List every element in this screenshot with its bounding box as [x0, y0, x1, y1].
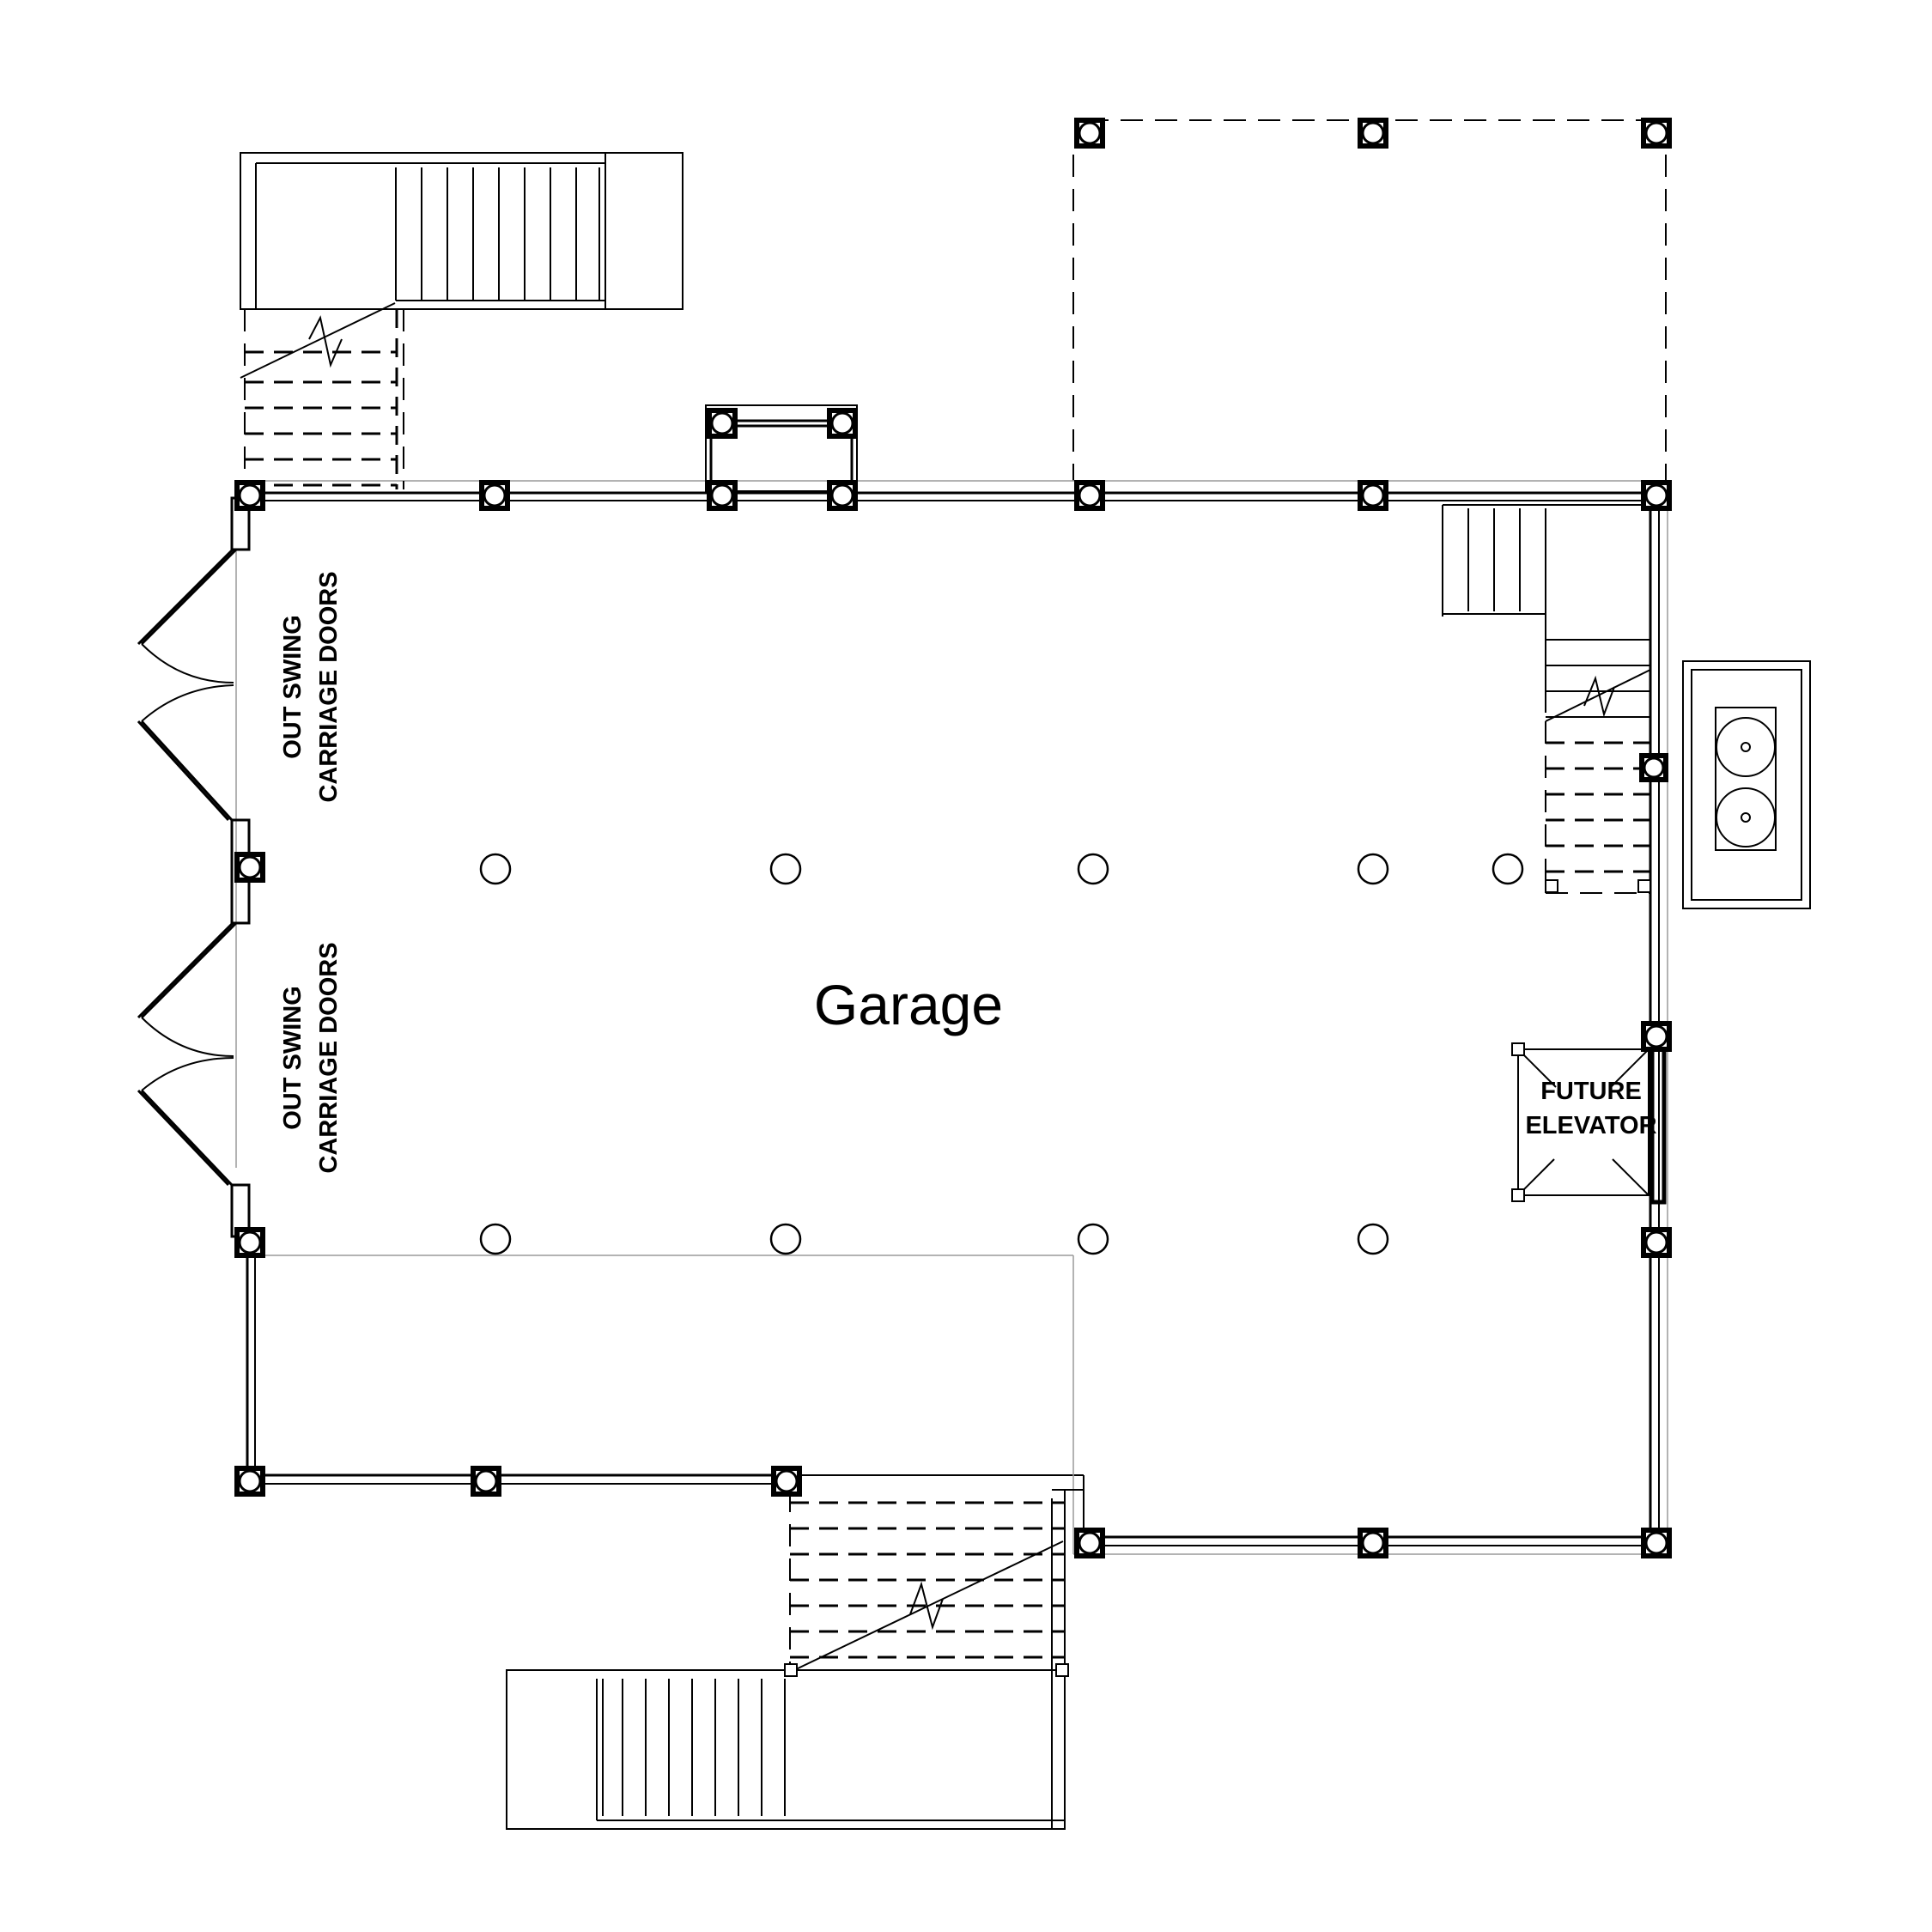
- post: [1641, 1021, 1672, 1052]
- carriage-label-line1: OUT SWING: [279, 986, 307, 1130]
- column: [1077, 1223, 1109, 1255]
- posts: [234, 118, 1672, 1558]
- room-label: Garage: [814, 973, 1003, 1036]
- column: [1077, 853, 1109, 885]
- carriage-label-line1: OUT SWING: [279, 615, 307, 759]
- post: [1639, 753, 1668, 782]
- column: [479, 853, 512, 885]
- covered-porch-outline: [1072, 119, 1667, 481]
- carriage-door-lower: [137, 921, 251, 1238]
- post: [234, 1227, 265, 1258]
- carriage-door-label-lower: OUT SWING CARRIAGE DOORS: [279, 942, 343, 1173]
- carriage-label-line2: CARRIAGE DOORS: [315, 571, 343, 802]
- column: [1357, 853, 1389, 885]
- post: [1074, 1528, 1105, 1558]
- elevator-label-line2: ELEVATOR: [1525, 1112, 1656, 1139]
- post: [827, 480, 858, 511]
- column: [479, 1223, 512, 1255]
- stair-top-left: [240, 152, 683, 489]
- carriage-door-upper: [137, 496, 251, 925]
- post: [827, 408, 858, 439]
- stair-right: [1442, 504, 1651, 894]
- post: [234, 480, 265, 511]
- interior-columns: [479, 853, 1524, 1255]
- column: [769, 853, 802, 885]
- carriage-label-line2: CARRIAGE DOORS: [315, 942, 343, 1173]
- post: [234, 1466, 265, 1497]
- post: [479, 480, 510, 511]
- exterior-sink: [1682, 660, 1811, 909]
- elevator-label-line1: FUTURE: [1540, 1078, 1642, 1105]
- post: [1641, 1528, 1672, 1558]
- column: [1492, 853, 1524, 885]
- post: [707, 480, 738, 511]
- post: [1641, 1227, 1672, 1258]
- post: [1358, 118, 1388, 149]
- top-bump-out: [705, 404, 858, 492]
- post: [771, 1466, 802, 1497]
- post: [707, 408, 738, 439]
- column: [769, 1223, 802, 1255]
- post: [471, 1466, 501, 1497]
- carriage-door-label-upper: OUT SWING CARRIAGE DOORS: [279, 571, 343, 802]
- post: [1641, 480, 1672, 511]
- post: [1641, 118, 1672, 149]
- column: [1357, 1223, 1389, 1255]
- post: [234, 852, 265, 883]
- post: [1358, 480, 1388, 511]
- stair-bottom: [506, 1489, 1084, 1830]
- post: [1074, 480, 1105, 511]
- post: [1358, 1528, 1388, 1558]
- post: [1074, 118, 1105, 149]
